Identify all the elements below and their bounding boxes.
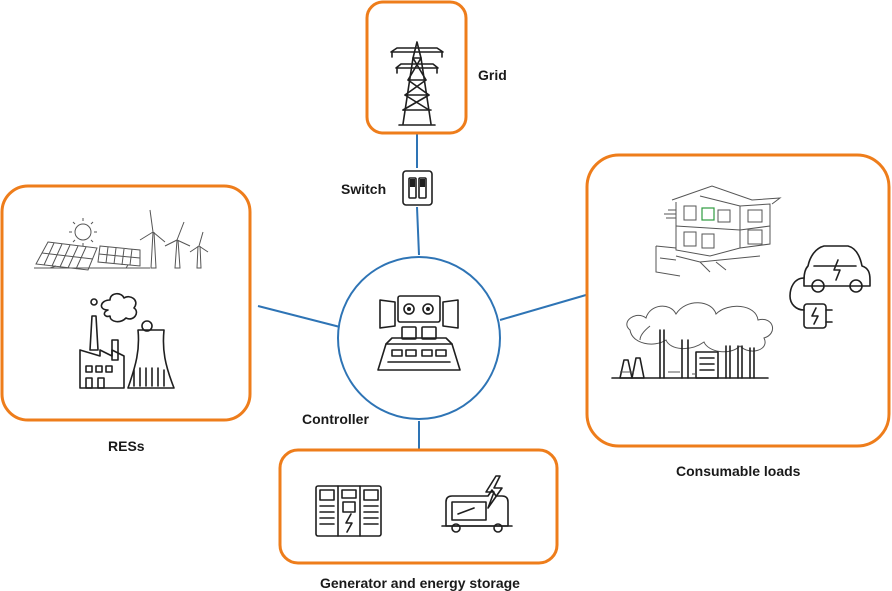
ress-label: RESs: [108, 438, 145, 454]
controller-label: Controller: [302, 411, 369, 427]
switch-label: Switch: [341, 181, 387, 197]
connector-ress-controller: [257, 305, 341, 328]
connector-loads-controller: [499, 294, 587, 321]
control-console-icon: [377, 295, 461, 371]
connector-lines: [257, 134, 587, 449]
generator-storage-label: Generator and energy storage: [320, 575, 520, 591]
grid-label: Grid: [478, 67, 507, 83]
generator-icon: [441, 475, 513, 533]
switch-icon: [402, 170, 433, 206]
electric-car-icon: [789, 245, 871, 329]
solar-wind-icon: [34, 209, 209, 271]
loads-box: [585, 153, 891, 448]
factory-icon: [611, 302, 773, 379]
storage-box: [278, 448, 559, 565]
consumable-loads-label: Consumable loads: [676, 463, 801, 479]
power-plant-icon: [79, 292, 175, 389]
connector-switch-controller: [416, 206, 420, 256]
transmission-tower-icon: [390, 41, 444, 126]
house-icon: [655, 185, 782, 277]
battery-cabinet-icon: [315, 485, 382, 537]
ress-box: [0, 184, 252, 422]
